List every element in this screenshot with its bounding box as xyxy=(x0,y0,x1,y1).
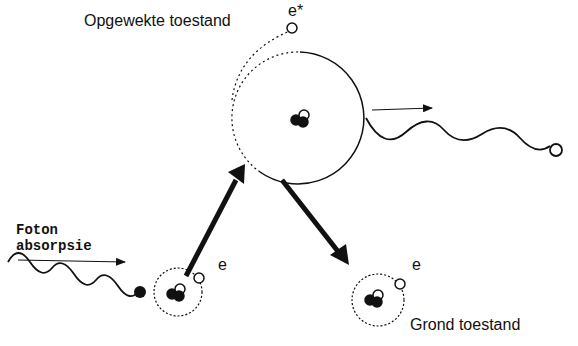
electron-label: e* xyxy=(288,2,303,20)
direction-arrow xyxy=(18,260,125,262)
direction-arrow xyxy=(372,108,432,110)
electron-orbit xyxy=(352,274,404,326)
nucleus-symbol xyxy=(167,284,185,301)
nucleus-symbol xyxy=(291,110,309,127)
process-label: Foton absorpsie xyxy=(16,222,102,254)
arrow-head xyxy=(228,164,245,184)
relaxation-arrow xyxy=(282,180,340,254)
nucleus-symbol xyxy=(365,290,383,307)
arrow-head xyxy=(330,244,349,265)
excitation-arrow xyxy=(186,180,236,276)
emitted-photon-wave xyxy=(366,118,550,150)
incoming-photon-wave xyxy=(8,253,140,296)
electron-path xyxy=(232,30,292,100)
state-label: Opgewekte toestand xyxy=(84,12,231,30)
electron-orbit xyxy=(260,52,364,184)
electron-label: e xyxy=(412,256,421,274)
state-label: Grond toestand xyxy=(410,316,520,334)
electron-label: e xyxy=(218,256,227,274)
photon-particle xyxy=(550,144,562,156)
electron xyxy=(395,279,405,289)
excited-electron xyxy=(287,23,297,33)
electron xyxy=(194,273,204,283)
photon-particle xyxy=(134,286,146,298)
